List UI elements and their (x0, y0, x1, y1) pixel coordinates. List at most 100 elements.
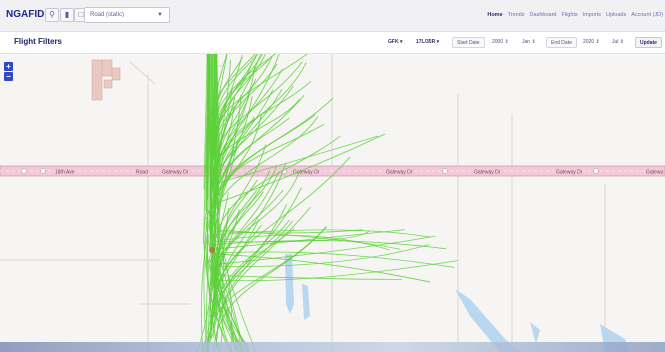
filter-bar: Flight Filters GFK ▾ 17L/35R ▾ Start Dat… (0, 32, 665, 54)
flight-path (211, 245, 246, 352)
flight-path (213, 240, 447, 250)
map-layer-value: Road (static) (90, 12, 125, 18)
road-label-gateway-5: Gateway Dr (556, 170, 583, 176)
route-shield-icon (593, 168, 599, 174)
building (103, 79, 113, 89)
flight-path (212, 226, 328, 332)
flight-path (213, 54, 216, 160)
gateway-drive: 18th Ave Road Gateway Dr Gateway Dr Gate… (0, 165, 665, 177)
runway-threshold-marker (209, 247, 215, 253)
lake (455, 289, 520, 352)
start-year-value: 2000 (492, 39, 504, 45)
zoom-out-button[interactable]: − (4, 72, 13, 81)
road-label-road: Road (136, 170, 148, 176)
airport-dropdown[interactable]: GFK ▾ (388, 39, 403, 45)
flight-path (206, 208, 224, 352)
top-navbar: NGAFID ⚲ ▮ □ Road (static) ▼ Home Trends… (0, 0, 665, 32)
road-label-ave: 18th Ave (55, 170, 75, 176)
flight-path (200, 232, 208, 352)
road-label-gateway-6: Gatewa (646, 170, 663, 176)
road-label-gateway-2: Gateway Dr (293, 170, 320, 176)
end-month-value: Jul (612, 39, 619, 45)
road-label-gateway-4: Gateway Dr (474, 170, 501, 176)
flight-path (203, 211, 209, 352)
nav-account[interactable]: Account (JD) (631, 12, 663, 18)
route-shield-icon (442, 168, 448, 174)
runway-value: 17L/35R (416, 39, 436, 45)
flight-path (214, 54, 219, 244)
flight-path (213, 244, 430, 268)
end-month-select[interactable]: Jul ⇕ (612, 39, 624, 45)
nav-flights[interactable]: Flights (561, 12, 578, 18)
flight-path (207, 54, 210, 265)
map-canvas[interactable]: 18th Ave Road Gateway Dr Gateway Dr Gate… (0, 54, 665, 352)
map-layer-select[interactable]: Road (static) ▼ (84, 7, 170, 23)
flight-path (210, 54, 213, 200)
flight-path (213, 229, 363, 234)
flight-path (216, 54, 221, 182)
nav-imports[interactable]: Imports (582, 12, 602, 18)
airport-value: GFK (388, 39, 399, 45)
flight-path (215, 87, 233, 207)
update-button[interactable]: Update (635, 37, 662, 48)
minor-roads (0, 54, 606, 352)
start-year-select[interactable]: 2000 ⇕ (492, 39, 509, 45)
building (91, 59, 103, 101)
flight-path (213, 135, 379, 185)
nav-trends[interactable]: Trends (507, 12, 525, 18)
flight-path (212, 204, 242, 352)
runway-dropdown[interactable]: 17L/35R ▾ (416, 39, 440, 45)
minor-road (129, 61, 156, 85)
flight-path (213, 209, 240, 314)
pond (285, 254, 294, 314)
start-month-select[interactable]: Jan ⇕ (522, 39, 536, 45)
pond (302, 284, 310, 320)
map-view[interactable]: 18th Ave Road Gateway Dr Gateway Dr Gate… (0, 54, 665, 352)
flight-path (213, 275, 402, 280)
flight-path (208, 210, 237, 352)
nav-links: Home Trends Dashboard Flights Imports Up… (487, 12, 663, 18)
building (111, 67, 121, 81)
flight-path (213, 260, 458, 282)
start-date-label: Start Date (452, 37, 485, 48)
flight-path (196, 220, 214, 352)
flight-path (212, 220, 257, 352)
route-shield-icon (21, 168, 27, 174)
chevron-down-icon: ▼ (157, 12, 163, 18)
flight-path (213, 133, 386, 205)
flight-path (213, 229, 401, 250)
road-label-gateway-3: Gateway Dr (386, 170, 413, 176)
flight-path (209, 228, 245, 352)
search-icon[interactable]: ⚲ (45, 8, 59, 22)
flight-path (206, 54, 210, 213)
page-title: Flight Filters (14, 37, 62, 46)
chart-icon[interactable]: ▮ (60, 8, 74, 22)
flight-path (213, 230, 370, 243)
buildings (91, 59, 121, 101)
start-month-value: Jan (522, 39, 531, 45)
nav-uploads[interactable]: Uploads (606, 12, 627, 18)
flight-paths (196, 54, 458, 352)
flight-path (215, 163, 287, 316)
flight-path (214, 54, 221, 168)
flight-path (213, 235, 436, 265)
route-shield-icon (40, 168, 46, 174)
flight-path (210, 234, 224, 352)
zoom-in-button[interactable]: + (4, 62, 13, 71)
road-label-gateway-1: Gateway Dr (162, 170, 189, 176)
end-date-label: End Date (546, 37, 577, 48)
flight-path (213, 229, 405, 250)
brand-logo[interactable]: NGAFID (6, 9, 45, 20)
flight-path (213, 135, 341, 258)
flight-path (213, 251, 455, 268)
building (101, 59, 113, 77)
flight-path (213, 253, 431, 283)
pond (530, 322, 540, 344)
taskbar-strip (0, 342, 665, 352)
nav-home[interactable]: Home (487, 12, 503, 18)
flight-path (213, 95, 305, 214)
end-year-select[interactable]: 2020 ⇕ (583, 39, 600, 45)
end-year-value: 2020 (583, 39, 595, 45)
nav-dashboard[interactable]: Dashboard (529, 12, 557, 18)
flight-path (213, 234, 390, 251)
